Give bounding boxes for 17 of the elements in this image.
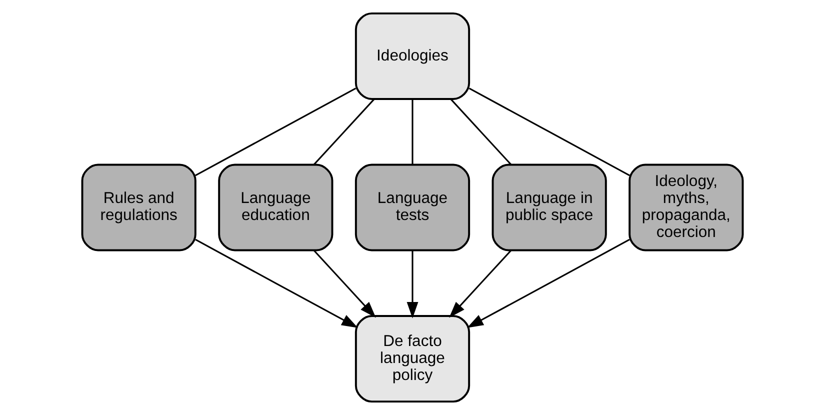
arrow <box>314 250 376 318</box>
arrow <box>467 238 630 328</box>
node-box: Rules and regulations <box>81 164 196 252</box>
node-box: Language in public space <box>492 164 607 252</box>
connector <box>195 88 356 176</box>
connector <box>468 88 630 176</box>
node-box: De facto language policy <box>354 315 470 403</box>
arrow <box>195 238 358 328</box>
connector <box>450 98 512 166</box>
node-box: Language education <box>218 164 334 252</box>
connector <box>313 98 375 166</box>
node-box: Ideology, myths, propaganda, coercion <box>628 164 744 252</box>
arrow <box>406 250 418 318</box>
arrow <box>449 250 512 318</box>
node-box: Ideologies <box>354 12 470 100</box>
node-box: Language tests <box>354 164 470 252</box>
connector <box>412 99 414 165</box>
